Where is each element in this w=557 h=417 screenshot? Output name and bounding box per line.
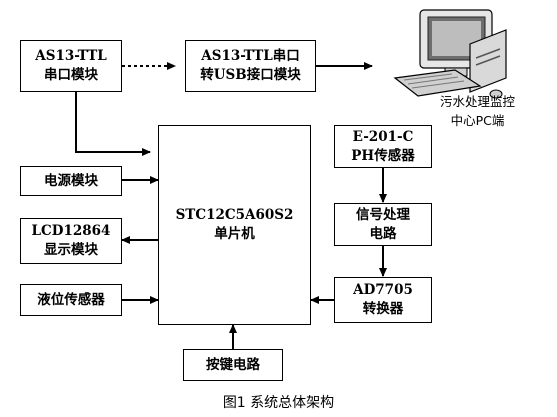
mcu-block: STC12C5A60S2 单片机	[158, 125, 311, 325]
signal-processing-line-1: 信号处理	[356, 206, 410, 223]
power-module-block: 电源模块	[20, 166, 122, 196]
level-sensor-block: 液位传感器	[20, 284, 122, 316]
keypad-block: 按键电路	[183, 349, 283, 381]
figure-caption: 图1 系统总体架构	[222, 395, 335, 411]
pc-computer-icon	[393, 9, 507, 99]
signal-processing-line-2: 电路	[369, 225, 397, 242]
power-module-label: 电源模块	[44, 172, 98, 189]
mcu-line-2: 单片机	[214, 226, 255, 242]
uart-module-line-1: AS13-TTL	[35, 48, 107, 64]
uart-module-line-2: 串口模块	[44, 67, 98, 83]
pc-center-line-1: 污水处理监控	[440, 94, 516, 109]
signal-processing-block: 信号处理 电路	[334, 203, 432, 246]
ph-sensor-line-1: E-201-C	[352, 128, 414, 145]
usb-module-line-2: 转USB接口模块	[200, 67, 301, 83]
uart-mcu-link	[72, 84, 151, 156]
lcd-module-block: LCD12864 显示模块	[20, 218, 122, 264]
lcd-line-1: LCD12864	[31, 223, 111, 239]
ph-sensor-line-2: PH传感器	[351, 147, 415, 164]
adc-block: AD7705 转换器	[334, 277, 432, 323]
mcu-line-1: STC12C5A60S2	[175, 207, 294, 223]
level-sensor-label: 液位传感器	[37, 291, 105, 308]
keypad-label: 按键电路	[206, 356, 260, 373]
uart-module-block: AS13-TTL 串口模块	[20, 40, 122, 92]
adc-line-2: 转换器	[362, 301, 404, 317]
adc-line-1: AD7705	[353, 282, 413, 298]
pc-center-line-2: 中心PC端	[450, 113, 505, 128]
pc-center-label: 污水处理监控 中心PC端	[440, 92, 515, 130]
ph-sensor-block: E-201-C PH传感器	[334, 125, 432, 168]
usb-module-block: AS13-TTL串口 转USB接口模块	[185, 40, 316, 92]
usb-module-line-1: AS13-TTL串口	[201, 48, 300, 64]
lcd-line-2: 显示模块	[44, 242, 98, 258]
